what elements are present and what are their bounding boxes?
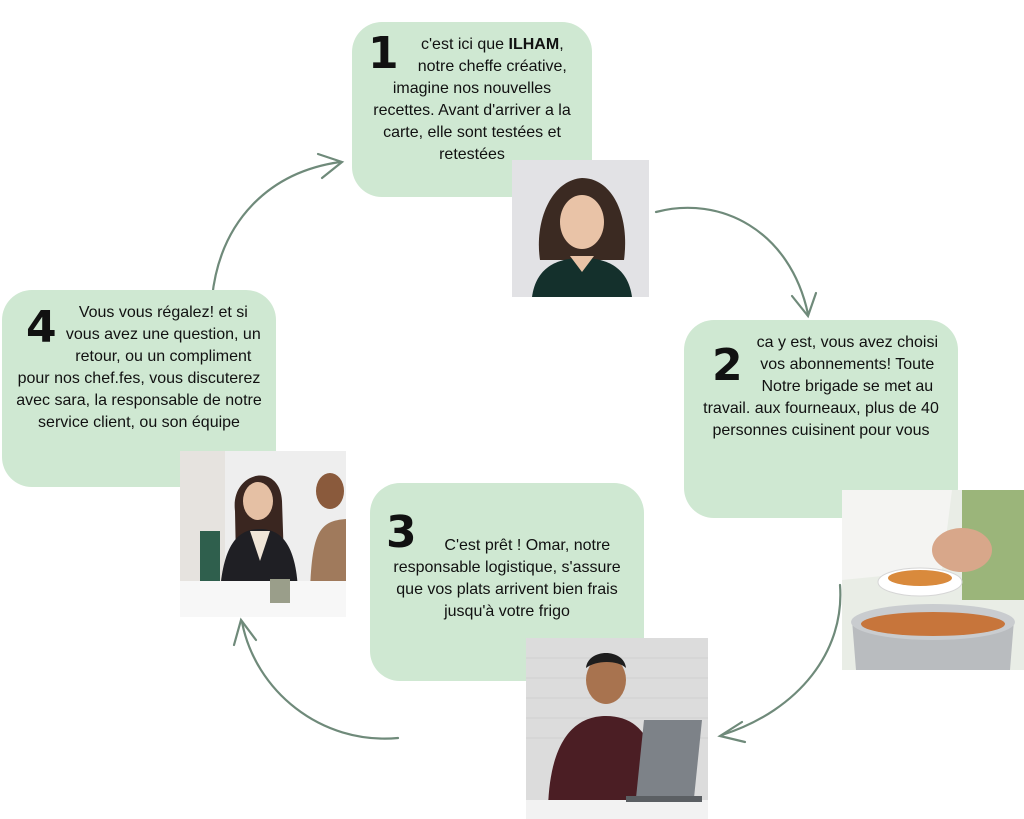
step-1-box: 1 c'est ici que ILHAM, notre cheffe créa… [352, 22, 592, 197]
logistics-man-photo [526, 638, 708, 819]
step-3-text-wrap: C'est prêt ! Omar, notre responsable log… [380, 495, 634, 623]
step-1-text-bold: ILHAM [508, 36, 560, 53]
step-1-number: 1 [368, 28, 399, 79]
arrow-3-to-4-head [232, 617, 258, 647]
arrow-2-to-3 [720, 583, 842, 737]
step-1-text-after: , notre cheffe créative, imagine nos nou… [373, 36, 571, 163]
step-2-number: 2 [712, 340, 743, 391]
step-3-text: C'est prêt ! Omar, notre responsable log… [393, 537, 621, 620]
arrow-1-to-2-head [790, 291, 818, 319]
step-4-number: 4 [26, 302, 57, 353]
step-4-box: 4 Vous vous régalez! et si vous avez une… [2, 290, 276, 487]
arrow-2-to-3-head [717, 720, 747, 744]
arrow-3-to-4 [240, 620, 400, 740]
arrow-4-to-1 [210, 160, 342, 300]
step-2-text: ca y est, vous avez choisi vos abonnemen… [703, 334, 939, 439]
chef-portrait-photo [512, 160, 649, 297]
step-3-number: 3 [386, 507, 417, 558]
cooking-pot-photo [842, 490, 1024, 670]
step-2-box: 2 ca y est, vous avez choisi vos abonnem… [684, 320, 958, 518]
arrow-4-to-1-head [316, 152, 345, 180]
customer-service-photo [180, 451, 346, 617]
arrow-1-to-2 [654, 206, 810, 316]
step-4-text: Vous vous régalez! et si vous avez une q… [16, 304, 262, 431]
step-1-text-before: c'est ici que [420, 36, 509, 53]
